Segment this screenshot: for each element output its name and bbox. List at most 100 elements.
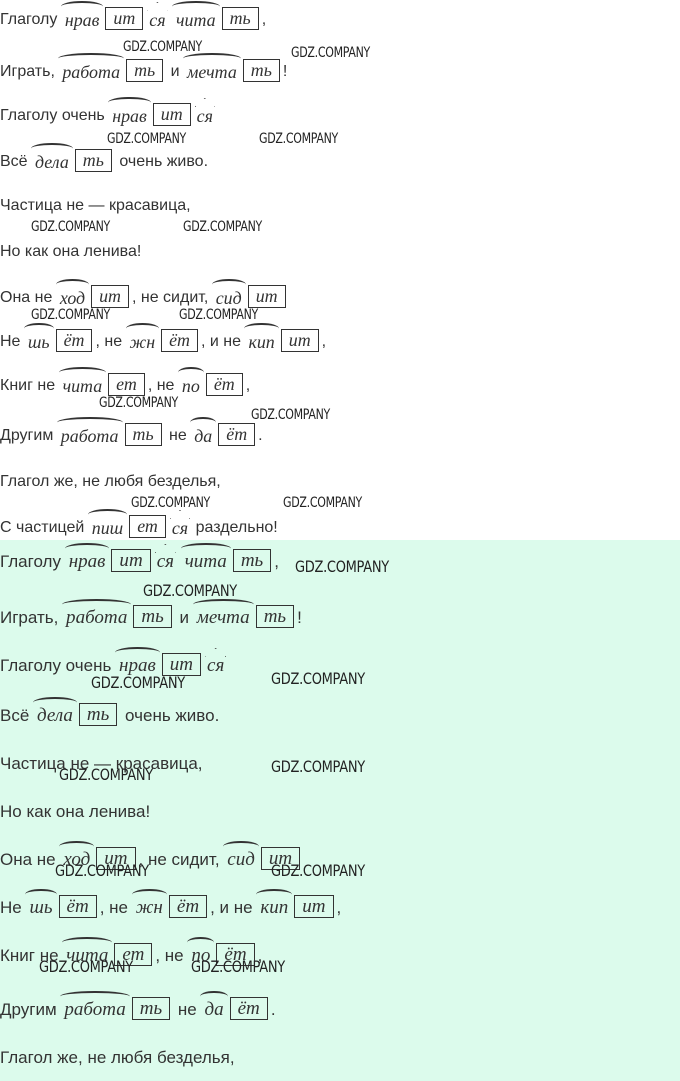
root-marked-morpheme: шь <box>25 889 57 918</box>
root-marked-morpheme: чита <box>62 937 113 966</box>
ending-box: ит <box>161 653 202 676</box>
ending-box: ит <box>105 7 144 30</box>
root-marked-morpheme: чита <box>58 367 106 396</box>
root-marked-morpheme: нрав <box>64 543 110 572</box>
line-text: , не сидит, <box>131 289 213 306</box>
line-text: Играть, <box>0 63 60 80</box>
watermark: GDZ.COMPANY <box>183 218 262 235</box>
ending-box: ит <box>111 549 151 572</box>
root-marked-morpheme: кип <box>256 889 293 918</box>
line-text: Частица не — красавица, <box>0 197 191 214</box>
line-text: Всё <box>0 153 33 170</box>
suffix-marked-morpheme: ся <box>149 10 166 30</box>
root-marked-morpheme: работа <box>58 53 124 82</box>
root-marked-morpheme: да <box>200 991 228 1020</box>
ending-box: ет <box>129 515 166 538</box>
watermark: GDZ.COMPANY <box>191 958 285 977</box>
ending-box: ит <box>91 285 129 308</box>
line-text: ! <box>297 608 302 627</box>
line-text: Всё <box>0 706 35 725</box>
ending-box: ит <box>294 895 334 918</box>
watermark: GDZ.COMPANY <box>39 958 133 977</box>
root-marked-morpheme: работа <box>62 599 132 628</box>
line-text: Но как она ленива! <box>0 802 151 821</box>
poem-line: Но как она ленива! <box>0 796 150 822</box>
root-marked-morpheme: сид <box>211 279 246 308</box>
line-text: , <box>274 552 279 571</box>
watermark: GDZ.COMPANY <box>291 44 370 61</box>
line-text: ! <box>282 63 288 80</box>
line-text: , <box>261 11 267 28</box>
watermark: GDZ.COMPANY <box>283 494 362 511</box>
line-text: Не <box>0 333 25 350</box>
watermark: GDZ.COMPANY <box>271 758 365 777</box>
root-marked-morpheme: мечта <box>183 53 241 82</box>
watermark: GDZ.COMPANY <box>131 494 210 511</box>
root-marked-morpheme: по <box>187 937 215 966</box>
line-text: Она не <box>0 289 57 306</box>
root-marked-morpheme: мечта <box>192 599 254 628</box>
line-text: . <box>270 1000 276 1019</box>
watermark: GDZ.COMPANY <box>31 218 110 235</box>
root-marked-morpheme: нрав <box>60 1 103 30</box>
line-text: , не <box>155 946 189 965</box>
watermark: GDZ.COMPANY <box>59 766 153 785</box>
line-text: Другим <box>0 427 58 444</box>
ending-box: ть <box>74 149 112 172</box>
poem-line: Но как она ленива! <box>0 236 141 262</box>
line-text: Глаголу <box>0 11 62 28</box>
ending-box: ёт <box>229 997 268 1020</box>
line-text: Не <box>0 898 27 917</box>
root-marked-morpheme: кип <box>244 323 280 352</box>
ending-box: ит <box>247 285 286 308</box>
ending-box: ть <box>133 605 172 628</box>
root-marked-morpheme: нрав <box>108 97 151 126</box>
watermark: GDZ.COMPANY <box>271 862 365 881</box>
poem-line: Частица не — красавица, <box>0 190 191 216</box>
watermark: GDZ.COMPANY <box>31 306 110 323</box>
ending-box: ёт <box>216 943 255 966</box>
ending-box: ть <box>78 703 118 726</box>
line-text: и <box>174 608 194 627</box>
root-marked-morpheme: сид <box>223 841 259 870</box>
watermark: GDZ.COMPANY <box>295 558 389 577</box>
watermark: GDZ.COMPANY <box>259 130 338 147</box>
watermark: GDZ.COMPANY <box>107 130 186 147</box>
ending-box: ет <box>108 373 145 396</box>
line-text: Частица не — красавица, <box>0 754 203 773</box>
line-text: раздельно! <box>191 519 278 536</box>
ending-box: ёт <box>55 329 93 352</box>
root-marked-morpheme: по <box>177 367 204 396</box>
ending-box: ит <box>96 847 136 870</box>
ending-box: ть <box>255 605 295 628</box>
line-text: Другим <box>0 1000 62 1019</box>
root-marked-morpheme: шь <box>23 323 54 352</box>
root-marked-morpheme: жн <box>125 323 159 352</box>
root-marked-morpheme: ход <box>59 841 95 870</box>
line-text: Глагол же, не любя безделья, <box>0 473 221 490</box>
watermark: GDZ.COMPANY <box>91 674 185 693</box>
ending-box: ть <box>126 59 164 82</box>
line-text: Глаголу очень <box>0 107 110 124</box>
poem-line: Частица не — красавица, <box>0 748 203 774</box>
line-text: Глагол же, не любя безделья, <box>0 1048 235 1067</box>
line-text: , <box>321 333 327 350</box>
line-text: Глаголу <box>0 552 66 571</box>
root-marked-morpheme: да <box>190 417 217 446</box>
ending-box: ёт <box>58 895 97 918</box>
watermark: GDZ.COMPANY <box>99 394 178 411</box>
